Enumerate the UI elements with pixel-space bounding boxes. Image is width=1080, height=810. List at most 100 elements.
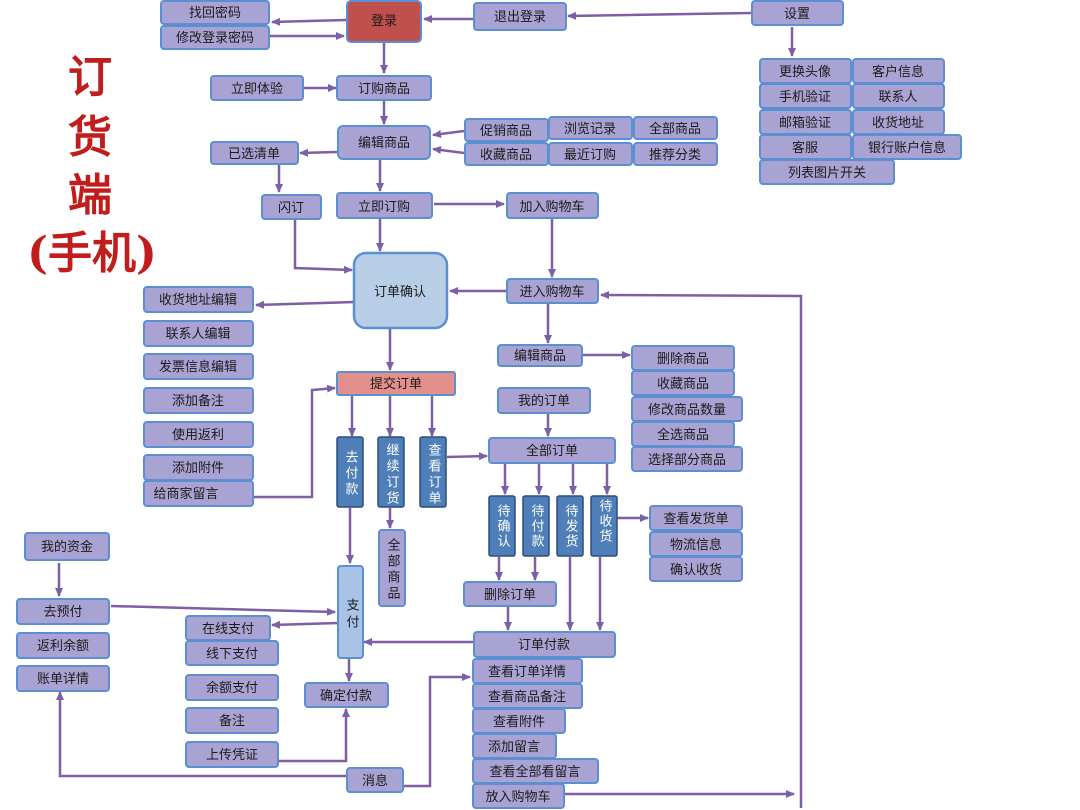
node-label: 余额支付 — [206, 680, 258, 696]
node-label: 消息 — [362, 773, 388, 789]
node-view-attachments: 查看附件 — [472, 708, 566, 734]
edge — [255, 300, 356, 309]
node-label: 给商家留言 — [153, 486, 218, 502]
title-line-4: (手机) — [27, 228, 157, 279]
node-pending-payment: 待付款 — [522, 495, 550, 557]
node-invoice-edit: 发票信息编辑 — [143, 353, 254, 380]
node-order-confirm: 订单确认 — [352, 251, 449, 330]
node-label: 去付款 — [343, 450, 359, 498]
title-line-1: 订 — [68, 52, 112, 103]
node-label: 全选商品 — [657, 427, 709, 443]
node-label: 返利余额 — [37, 638, 89, 654]
node-select-all-goods: 全选商品 — [631, 421, 735, 447]
node-label: 我的资金 — [41, 539, 93, 555]
node-settings: 设置 — [751, 0, 844, 26]
node-bank-account-info: 银行账户信息 — [852, 134, 962, 160]
node-label: 待发货 — [563, 504, 579, 549]
edge — [271, 17, 347, 26]
node-order-payment: 订单付款 — [473, 631, 616, 658]
node-label: 联系人 — [878, 90, 917, 105]
node-edit-goods: 编辑商品 — [337, 125, 431, 160]
node-label: 登录 — [371, 14, 397, 29]
node-offline-pay: 线下支付 — [185, 640, 279, 666]
node-add-to-cart: 加入购物车 — [506, 192, 599, 219]
node-label: 查看订单 — [426, 443, 442, 507]
node-label: 确定付款 — [320, 689, 372, 704]
node-online-pay: 在线支付 — [185, 615, 271, 641]
title-line-2: 货 — [68, 112, 112, 163]
node-go-pay: 去付款 — [336, 436, 364, 508]
node-continue-ordering: 继续订货 — [377, 436, 405, 508]
node-pending-receipt: 待收货 — [590, 495, 618, 557]
edge — [56, 691, 347, 778]
node-label: 备注 — [219, 713, 245, 729]
node-label: 收货地址 — [872, 115, 924, 131]
node-label: 确认收货 — [670, 562, 722, 578]
node-prepay: 去预付 — [16, 598, 110, 625]
node-label: 我的订单 — [518, 393, 570, 409]
edge — [299, 148, 338, 157]
node-try-now: 立即体验 — [210, 75, 304, 101]
node-label: 订购商品 — [358, 81, 410, 97]
node-submit-order: 提交订单 — [336, 371, 456, 396]
node-label: 立即体验 — [231, 81, 283, 97]
node-delete-order: 删除订单 — [463, 581, 557, 607]
node-label: 进入购物车 — [519, 284, 584, 300]
node-label: 查看订单详情 — [488, 664, 566, 680]
node-label: 添加留言 — [488, 740, 540, 755]
node-label: 使用返利 — [172, 427, 224, 443]
node-selected-list: 已选清单 — [210, 141, 299, 165]
node-cart-favorite-goods: 收藏商品 — [631, 370, 735, 396]
node-view-goods-remarks: 查看商品备注 — [472, 683, 583, 709]
node-customer-service: 客服 — [759, 134, 852, 160]
node-browse-history: 浏览记录 — [548, 116, 633, 140]
node-label: 提交订单 — [370, 376, 422, 392]
edge — [254, 384, 336, 499]
node-label: 添加备注 — [172, 393, 224, 409]
node-label: 收货地址编辑 — [159, 292, 237, 308]
node-confirm-payment: 确定付款 — [304, 682, 389, 708]
node-label: 邮箱验证 — [779, 115, 831, 131]
node-messages: 消息 — [346, 767, 404, 793]
node-label: 修改登录密码 — [176, 30, 254, 46]
node-label: 收藏商品 — [480, 148, 532, 163]
node-upload-voucher: 上传凭证 — [185, 741, 279, 768]
node-change-avatar: 更换头像 — [759, 58, 852, 84]
node-cart-edit-goods: 编辑商品 — [497, 344, 583, 367]
node-label: 编辑商品 — [358, 136, 410, 151]
node-login: 登录 — [346, 0, 422, 43]
node-order-goods: 订购商品 — [336, 75, 432, 101]
node-view-shipping-note: 查看发货单 — [649, 505, 743, 531]
node-label: 找回密码 — [189, 5, 241, 21]
node-label: 手机验证 — [779, 89, 831, 105]
node-label: 查看商品备注 — [488, 689, 566, 705]
edge — [446, 452, 488, 461]
edge — [279, 708, 350, 763]
node-add-message: 添加留言 — [472, 733, 557, 759]
edge — [432, 129, 465, 138]
edge — [404, 673, 471, 788]
node-label: 客服 — [792, 140, 818, 156]
node-label: 删除订单 — [484, 588, 536, 603]
edge — [271, 620, 339, 629]
node-logout: 退出登录 — [473, 2, 567, 31]
node-all-goods-vertical: 全部商品 — [378, 529, 406, 607]
node-bill-details: 账单详情 — [16, 665, 110, 692]
node-label: 去预付 — [43, 605, 82, 620]
edge — [567, 11, 752, 20]
node-label: 线下支付 — [206, 647, 258, 662]
node-my-funds: 我的资金 — [24, 532, 110, 561]
node-view-order-details: 查看订单详情 — [472, 658, 583, 684]
node-find-password: 找回密码 — [160, 0, 270, 25]
node-list-image-toggle: 列表图片开关 — [759, 159, 895, 185]
node-label: 待确认 — [495, 504, 511, 549]
node-label: 查看发货单 — [663, 511, 728, 527]
node-label: 添加附件 — [172, 461, 224, 476]
node-label: 继续订货 — [384, 443, 400, 507]
node-label: 放入购物车 — [485, 789, 550, 805]
node-pending-confirm: 待确认 — [488, 495, 516, 557]
node-label: 上传凭证 — [206, 748, 258, 763]
node-label: 订单付款 — [518, 638, 570, 653]
node-shipping-address: 收货地址 — [852, 109, 945, 135]
node-confirm-receipt: 确认收货 — [649, 556, 743, 582]
